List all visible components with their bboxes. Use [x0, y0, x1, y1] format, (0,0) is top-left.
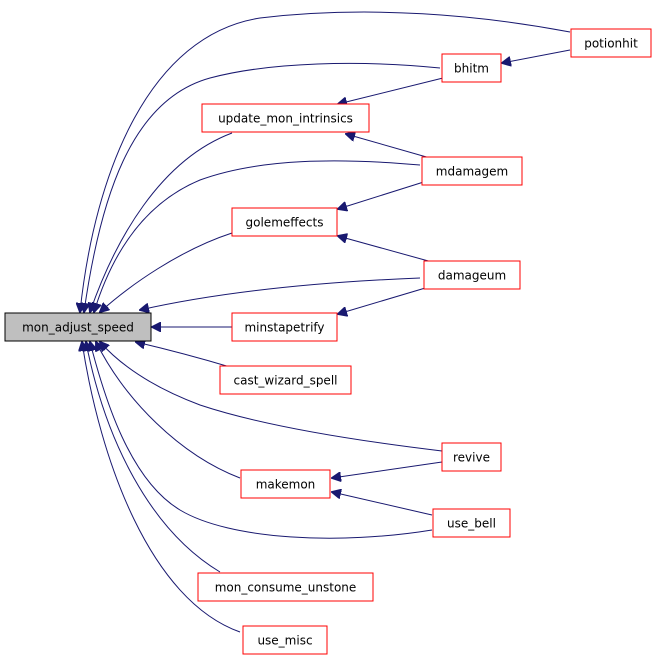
node-label: update_mon_intrinsics — [218, 112, 353, 126]
node-makemon[interactable]: makemon — [240, 469, 331, 499]
edge-cast-wizard-spell-to-mon-adjust-speed — [136, 342, 231, 368]
node-use-misc[interactable]: use_misc — [242, 625, 328, 655]
edge-damageum-to-golemeffects — [338, 236, 433, 263]
node-mon-consume-unstone[interactable]: mon_consume_unstone — [197, 572, 374, 602]
node-label: bhitm — [454, 62, 489, 76]
node-label: mon_consume_unstone — [215, 581, 357, 595]
node-update-mon-intrinsics[interactable]: update_mon_intrinsics — [201, 103, 370, 133]
nodes: mon_adjust_speed potionhit bhitm update_… — [4, 28, 652, 655]
edge-update-mon-intrinsics-to-mon-adjust-speed — [90, 132, 233, 312]
node-label: revive — [453, 451, 490, 465]
node-label: minstapetrify — [244, 321, 324, 335]
node-potionhit[interactable]: potionhit — [570, 28, 652, 58]
node-label: cast_wizard_spell — [234, 374, 338, 388]
edge-revive-to-makemon — [332, 461, 443, 478]
edges — [80, 11, 571, 633]
node-label: makemon — [256, 478, 316, 492]
node-label: use_misc — [257, 634, 312, 648]
edge-potionhit-to-bhitm — [502, 49, 571, 63]
node-bhitm[interactable]: bhitm — [441, 53, 502, 83]
node-label: potionhit — [584, 37, 638, 51]
node-revive[interactable]: revive — [441, 442, 502, 472]
edge-damageum-to-minstapetrify — [338, 285, 433, 314]
node-mdamagem[interactable]: mdamagem — [421, 156, 523, 186]
edge-bhitm-to-update-mon-intrinsics — [338, 77, 444, 104]
edge-use-misc-to-mon-adjust-speed — [82, 342, 241, 633]
edge-mdamagem-to-golemeffects — [338, 179, 431, 209]
node-label: damageum — [438, 269, 506, 283]
edge-mon-consume-unstone-to-mon-adjust-speed — [86, 342, 221, 573]
edge-damageum-to-mon-adjust-speed — [140, 277, 421, 310]
node-label: mon_adjust_speed — [22, 321, 134, 335]
node-label: use_bell — [447, 517, 496, 531]
edge-mdamagem-to-update-mon-intrinsics — [346, 134, 431, 159]
node-label: mdamagem — [436, 165, 508, 179]
edge-revive-to-mon-adjust-speed — [100, 342, 443, 452]
edge-golemeffects-to-mon-adjust-speed — [100, 232, 233, 312]
node-minstapetrify[interactable]: minstapetrify — [231, 312, 338, 342]
node-golemeffects[interactable]: golemeffects — [231, 207, 338, 237]
edge-mdamagem-to-mon-adjust-speed — [94, 160, 421, 312]
node-use-bell[interactable]: use_bell — [432, 508, 511, 538]
node-damageum[interactable]: damageum — [423, 260, 521, 290]
edge-use-bell-to-mon-adjust-speed — [90, 342, 433, 539]
node-label: golemeffects — [246, 216, 324, 230]
edge-potionhit-to-mon-adjust-speed — [80, 11, 571, 312]
edge-makemon-to-mon-adjust-speed — [96, 342, 241, 479]
edge-bhitm-to-mon-adjust-speed — [84, 62, 441, 312]
node-cast-wizard-spell[interactable]: cast_wizard_spell — [219, 365, 352, 395]
edge-use-bell-to-makemon — [332, 492, 433, 516]
node-mon-adjust-speed[interactable]: mon_adjust_speed — [4, 312, 152, 342]
